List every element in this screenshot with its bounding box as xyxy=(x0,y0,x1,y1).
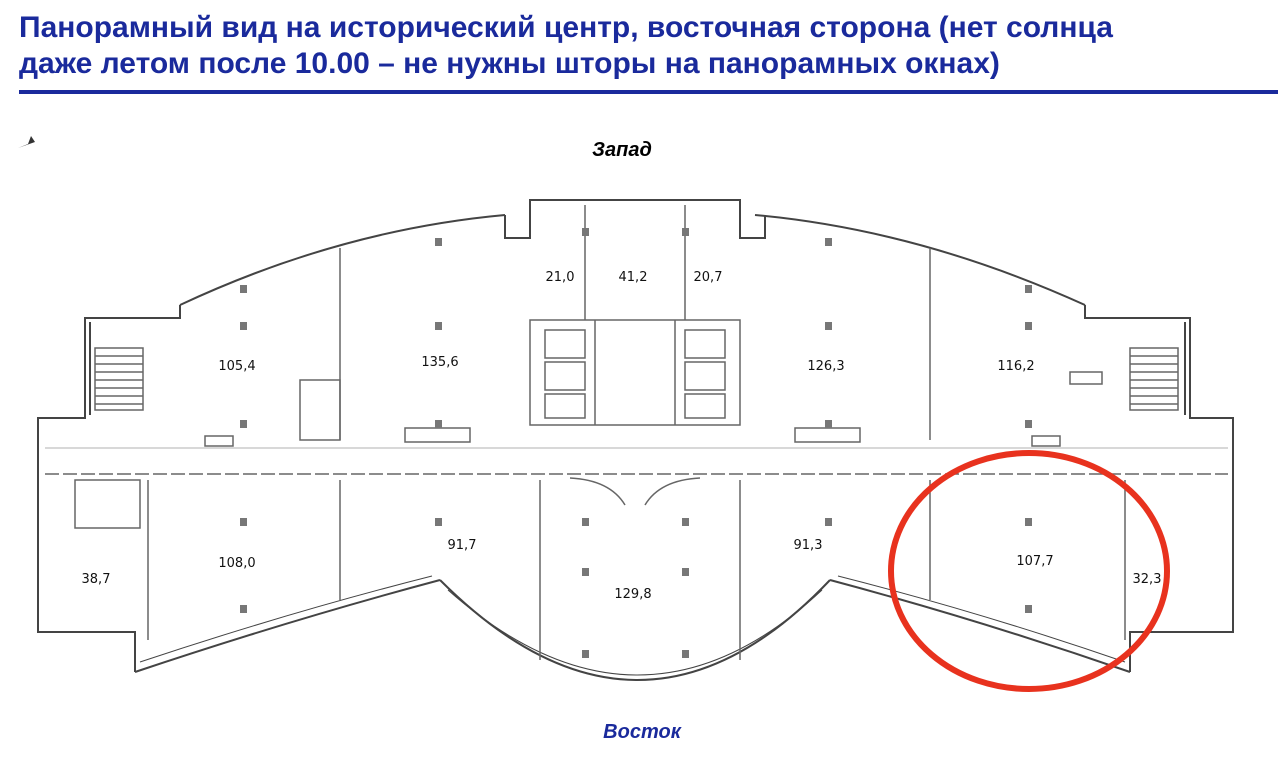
highlight-circle xyxy=(888,450,1170,692)
room-area-label: 116,2 xyxy=(997,359,1034,374)
corner-mark-icon xyxy=(18,136,35,148)
room-area-label: 32,3 xyxy=(1133,572,1162,587)
room-area-label: 108,0 xyxy=(218,556,255,571)
slide-title-line-1: Панорамный вид на исторический центр, во… xyxy=(19,11,1113,44)
room-area-label: 38,7 xyxy=(82,572,111,587)
room-area-label: 107,7 xyxy=(1016,554,1053,569)
inner-walls xyxy=(45,205,1228,660)
room-area-label: 105,4 xyxy=(218,359,255,374)
room-area-label: 91,7 xyxy=(448,538,477,553)
room-area-label: 126,3 xyxy=(807,359,844,374)
compass-west-label: Запад xyxy=(592,139,652,161)
room-area-label: 41,2 xyxy=(619,270,648,285)
slide-title-line-2: даже летом после 10.00 – не нужны шторы … xyxy=(19,47,1000,80)
compass-east-label: Восток xyxy=(603,721,681,743)
room-area-label: 129,8 xyxy=(614,587,651,602)
room-area-label: 91,3 xyxy=(794,538,823,553)
columns xyxy=(240,228,1032,658)
room-area-label: 21,0 xyxy=(546,270,575,285)
outer-walls xyxy=(37,199,1234,681)
slide-title: Панорамный вид на исторический центр, во… xyxy=(19,10,1269,82)
room-area-label: 135,6 xyxy=(421,355,458,370)
title-underline xyxy=(19,90,1278,94)
room-area-label: 20,7 xyxy=(694,270,723,285)
